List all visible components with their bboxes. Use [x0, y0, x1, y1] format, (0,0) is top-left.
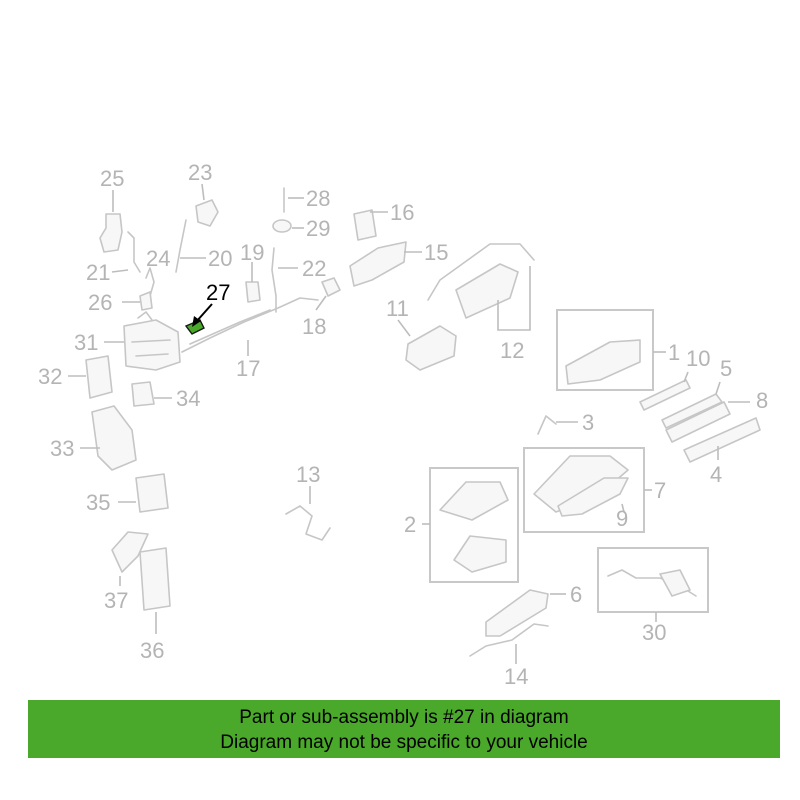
part-5-shape: [661, 393, 723, 429]
part-26-shape: [139, 291, 153, 311]
leader-11: [397, 319, 411, 337]
callout-13: 13: [296, 462, 320, 487]
part-1-shape: [565, 339, 641, 385]
callout-24: 24: [146, 246, 170, 271]
part-7-shape: [557, 477, 629, 517]
callout-25: 25: [100, 166, 124, 191]
callout-17: 17: [236, 356, 260, 381]
part-12-wire: [427, 243, 535, 301]
part-27-arrow: [195, 303, 213, 323]
part-37-shape: [111, 531, 149, 573]
callout-6: 6: [570, 582, 582, 607]
banner-line-1: Part or sub-assembly is #27 in diagram: [239, 707, 569, 728]
part-13-shape: [285, 505, 331, 541]
box-2: [429, 467, 519, 583]
part-17-sleeve: [189, 309, 271, 345]
callout-15: 15: [424, 240, 448, 265]
part-20-shape: [175, 219, 187, 273]
callout-18: 18: [302, 314, 326, 339]
part-24-shape: [145, 267, 155, 297]
part-33-shape: [91, 405, 137, 471]
part-14-shape: [469, 623, 549, 657]
part-35-shape: [135, 473, 169, 513]
leader-23: [201, 183, 205, 201]
callout-2: 2: [404, 512, 416, 537]
part-9-shape: [533, 455, 629, 513]
part-32-shape: [85, 355, 113, 399]
callout-34: 34: [176, 386, 200, 411]
part-31-shape: [123, 319, 181, 371]
part-2-bottom: [453, 535, 507, 573]
part-4-shape: [683, 417, 761, 463]
part-23-shape: [195, 199, 219, 227]
callout-12: 12: [500, 338, 524, 363]
callout-19: 19: [240, 240, 264, 265]
callout-1: 1: [668, 340, 680, 365]
callout-35: 35: [86, 490, 110, 515]
callout-9: 9: [616, 506, 628, 531]
callout-33: 33: [50, 436, 74, 461]
callout-21: 21: [86, 260, 110, 285]
part-15-shape: [349, 241, 407, 287]
callout-23: 23: [188, 160, 212, 185]
callout-11: 11: [386, 296, 409, 321]
part-36-shape: [139, 547, 171, 611]
callout-37: 37: [104, 588, 128, 613]
callout-4: 4: [710, 462, 722, 487]
callout-30: 30: [642, 620, 666, 645]
part-3-shape: [537, 415, 557, 435]
part-17-shape: [181, 297, 319, 353]
part-19-shape: [245, 281, 261, 303]
callout-14: 14: [504, 664, 528, 689]
callout-10: 10: [686, 346, 710, 371]
info-banner: Part or sub-assembly is #27 in diagram D…: [28, 700, 780, 758]
callout-3: 3: [582, 410, 594, 435]
banner-line-2: Diagram may not be specific to your vehi…: [220, 732, 588, 753]
callout-26: 26: [88, 290, 112, 315]
callout-29: 29: [306, 216, 330, 241]
part-29-shape: [272, 219, 292, 233]
leader-10: [683, 371, 689, 383]
part-25-shape: [99, 213, 123, 253]
part-31-detail: [131, 311, 171, 357]
callout-22: 22: [302, 256, 326, 281]
callout-36: 36: [140, 638, 164, 663]
leader-12: [497, 266, 531, 331]
part-2-top: [439, 481, 509, 521]
leader-9: [621, 503, 625, 513]
part-21-shape: [127, 231, 141, 273]
part-30-body: [659, 569, 691, 597]
callout-31: 31: [74, 330, 98, 355]
part-12-shape: [455, 263, 519, 319]
part-10-shape: [639, 379, 691, 411]
leader-18: [315, 295, 327, 311]
leader-21: [111, 269, 129, 273]
part-22-shape: [271, 247, 277, 313]
part-16-shape: [353, 209, 377, 241]
callout-28: 28: [306, 186, 330, 211]
part-6-shape: [485, 589, 549, 637]
callout-27: 27: [206, 280, 230, 305]
box-1: [556, 309, 654, 391]
part-8-shape: [665, 401, 731, 443]
part-11-shape: [405, 325, 457, 371]
callout-8: 8: [756, 388, 768, 413]
callout-32: 32: [38, 364, 62, 389]
leader-5: [715, 381, 721, 395]
callout-5: 5: [720, 356, 732, 381]
callout-7: 7: [654, 478, 666, 503]
callout-16: 16: [390, 200, 414, 225]
part-27-arrowhead: [192, 316, 201, 327]
part-34-shape: [131, 381, 155, 407]
callout-20: 20: [208, 246, 232, 271]
box-30: [597, 547, 709, 613]
part-18-shape: [321, 277, 341, 297]
